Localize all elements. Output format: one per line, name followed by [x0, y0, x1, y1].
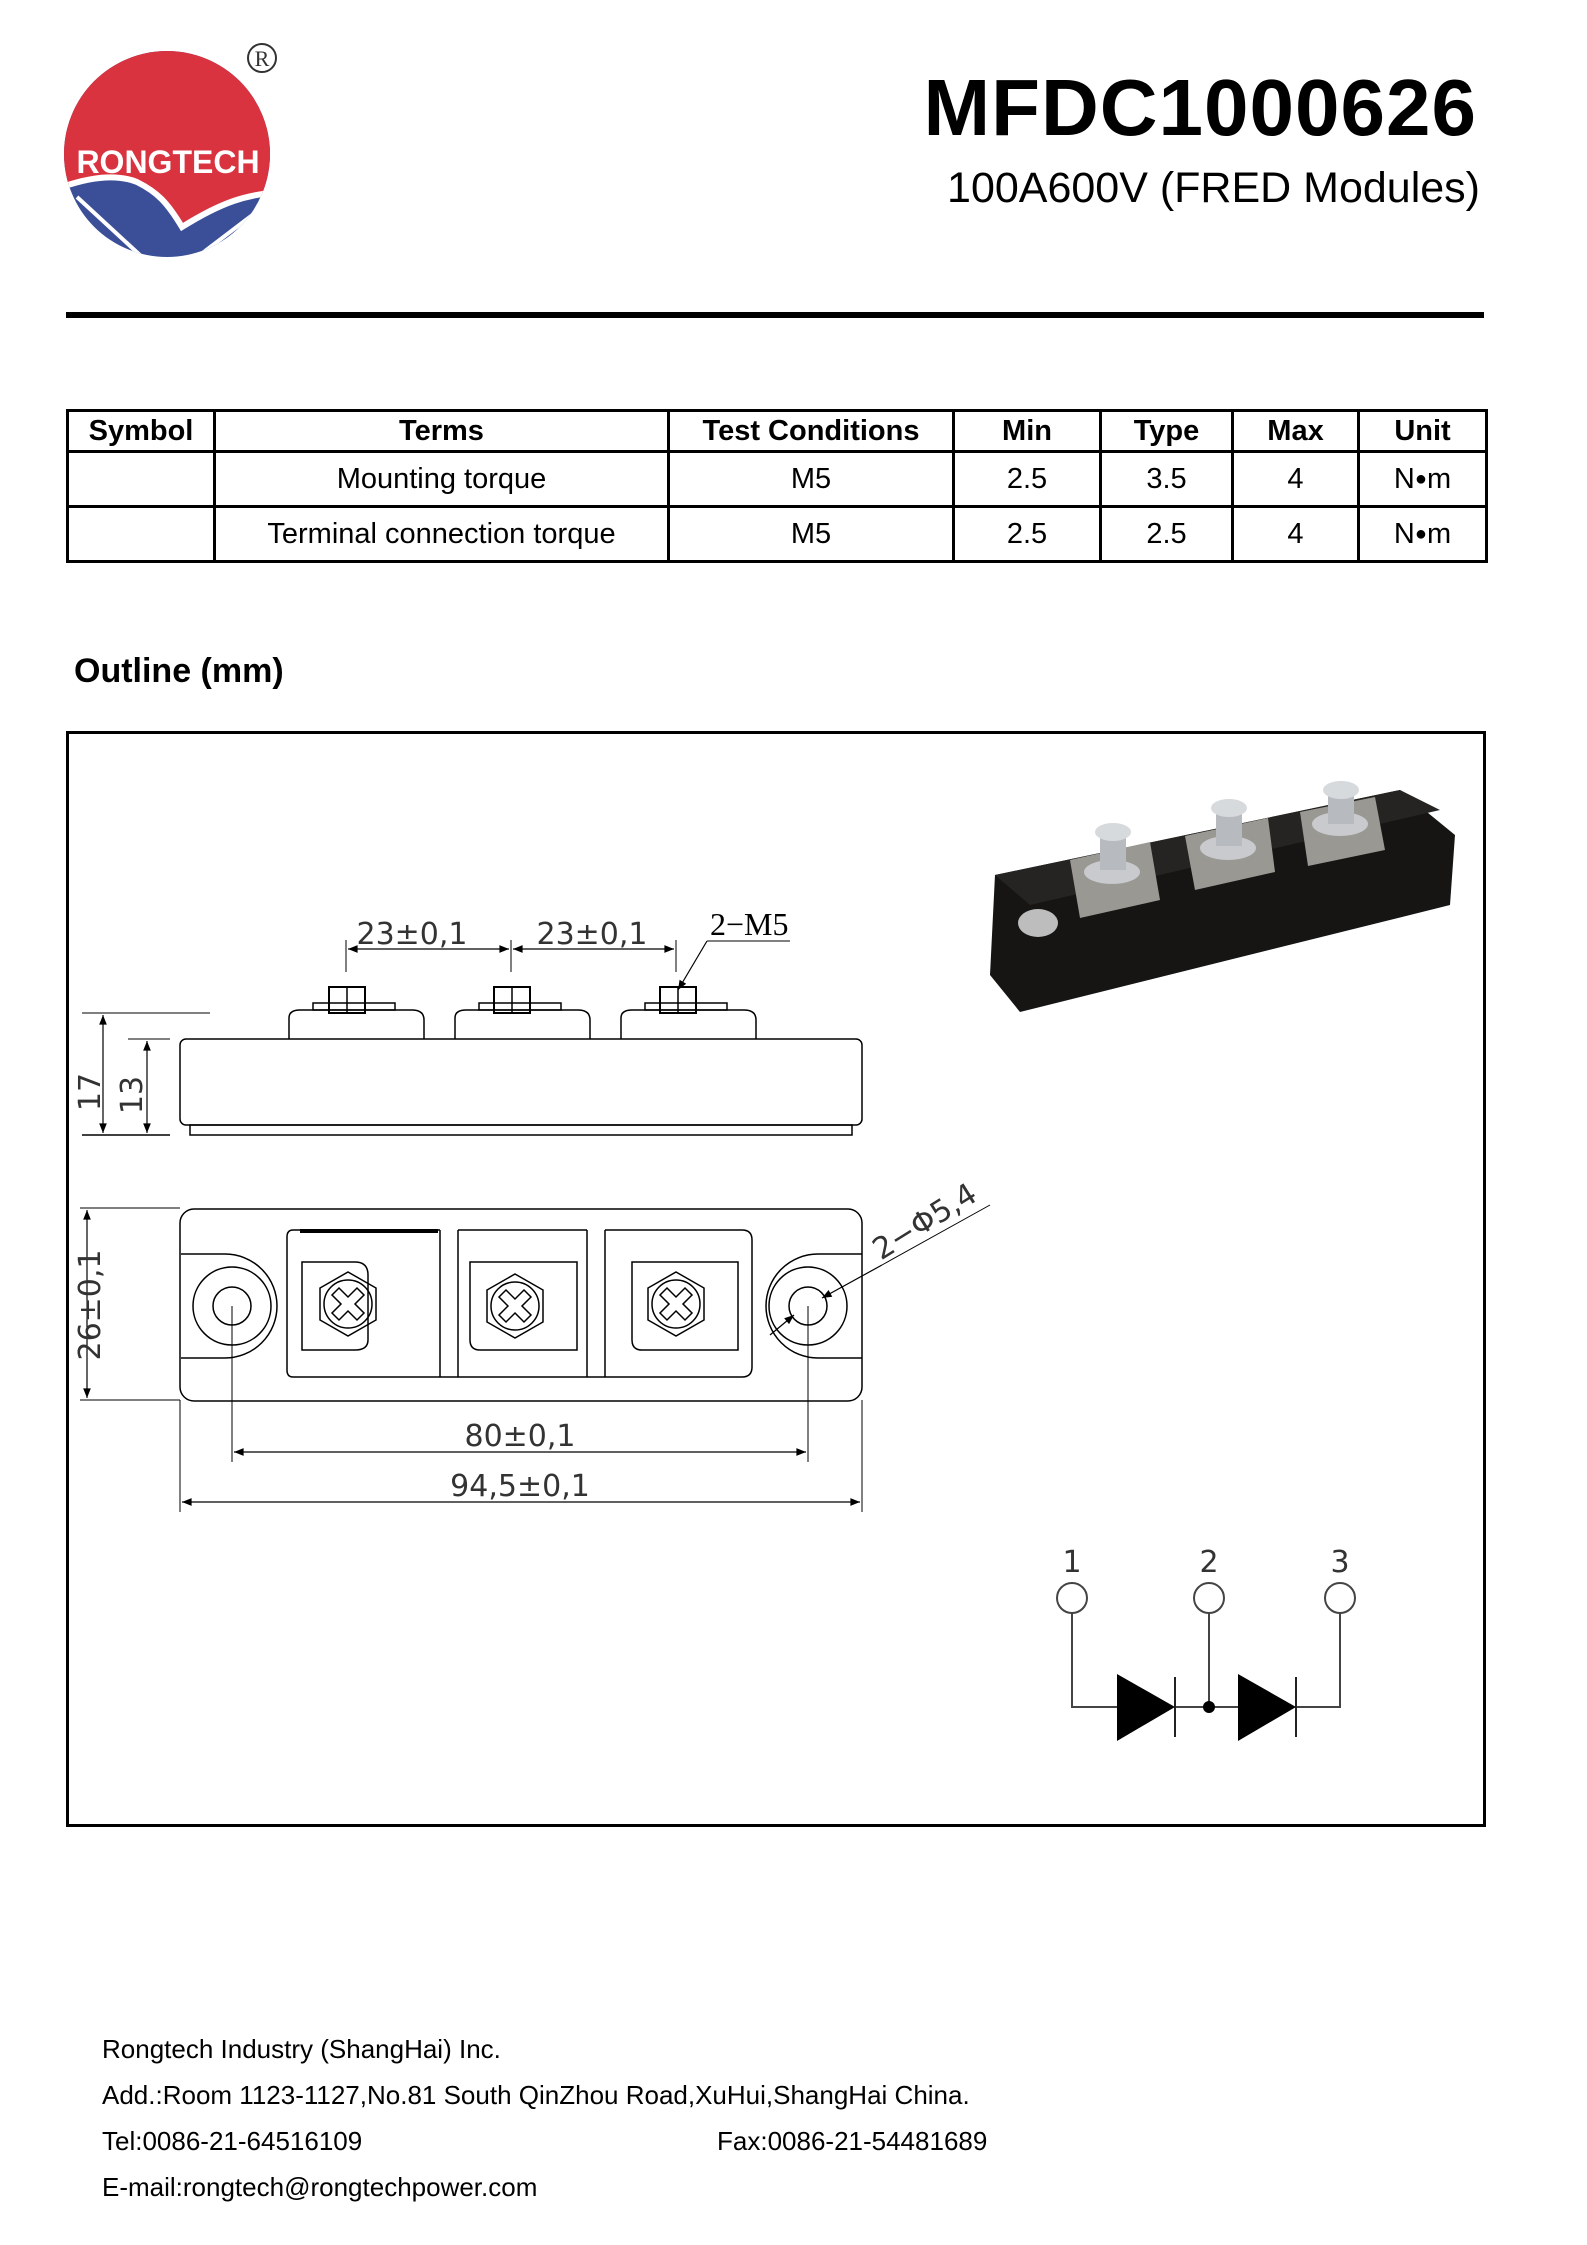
cell-type: 3.5: [1099, 450, 1234, 508]
rongtech-logo: RONGTECH R: [64, 43, 277, 257]
unit-dot: ●: [1414, 522, 1427, 545]
cell-min: 2.5: [952, 450, 1102, 508]
footer-company: Rongtech Industry (ShangHai) Inc.: [102, 2034, 501, 2064]
col-header-unit: Unit: [1357, 409, 1488, 453]
part-subtitle: 100A600V (FRED Modules): [947, 164, 1480, 212]
col-header-type: Type: [1099, 409, 1234, 453]
footer-fax: Fax:0086-21-54481689: [717, 2126, 988, 2156]
col-header-min: Min: [952, 409, 1102, 453]
footer-address: Add.:Room 1123-1127,No.81 South QinZhou …: [102, 2080, 970, 2110]
cell-terms: Terminal connection torque: [213, 505, 670, 563]
col-header-test-conditions: Test Conditions: [667, 409, 955, 453]
torque-spec-table: Symbol Terms Test Conditions Min Type Ma…: [66, 409, 1488, 563]
cell-test-conditions: M5: [667, 450, 955, 508]
cell-unit: N●m: [1357, 505, 1488, 563]
cell-symbol: [66, 450, 216, 508]
part-number-title: MFDC1000626: [923, 63, 1477, 152]
footer-tel: Tel:0086-21-64516109: [102, 2126, 363, 2156]
unit-m: m: [1426, 462, 1452, 495]
unit-m: m: [1426, 517, 1452, 550]
cell-unit: N●m: [1357, 450, 1488, 508]
table-row: Terminal connection torque M5 2.5 2.5 4 …: [66, 505, 1488, 563]
unit-n: N: [1393, 517, 1415, 550]
outline-frame: [66, 731, 1486, 1827]
logo-brand-text: RONGTECH: [76, 144, 259, 180]
cell-max: 4: [1231, 450, 1360, 508]
cell-terms: Mounting torque: [213, 450, 670, 508]
cell-symbol: [66, 505, 216, 563]
col-header-symbol: Symbol: [66, 409, 216, 453]
outline-heading: Outline (mm): [74, 652, 284, 690]
cell-test-conditions: M5: [667, 505, 955, 563]
cell-max: 4: [1231, 505, 1360, 563]
unit-n: N: [1393, 462, 1415, 495]
cell-type: 2.5: [1099, 505, 1234, 563]
footer-email[interactable]: E-mail:rongtech@rongtechpower.com: [102, 2172, 538, 2202]
registered-mark: R: [255, 46, 270, 71]
col-header-terms: Terms: [213, 409, 670, 453]
cell-min: 2.5: [952, 505, 1102, 563]
unit-dot: ●: [1414, 467, 1427, 490]
table-row: Mounting torque M5 2.5 3.5 4 N●m: [66, 450, 1488, 508]
header-divider: [66, 312, 1484, 318]
table-header-row: Symbol Terms Test Conditions Min Type Ma…: [66, 409, 1488, 453]
col-header-max: Max: [1231, 409, 1360, 453]
